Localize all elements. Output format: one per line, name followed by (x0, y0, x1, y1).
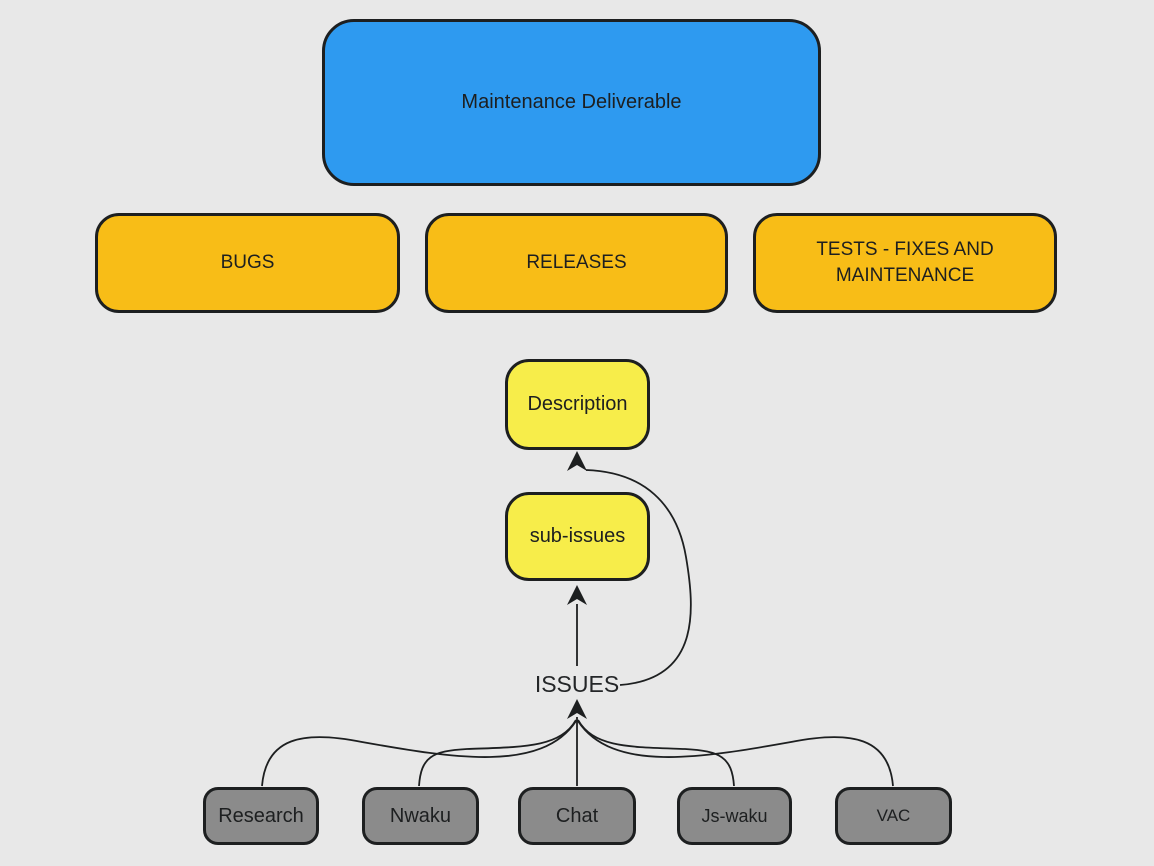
node-label: RELEASES (526, 252, 627, 273)
node-vac[interactable]: VAC (835, 787, 952, 845)
node-research[interactable]: Research (203, 787, 319, 845)
node-label: Description (527, 393, 628, 415)
arrowhead-into-subissues (567, 585, 587, 605)
edge-vac-to-issues (577, 720, 894, 787)
arrowhead-into-issues (567, 699, 587, 719)
node-releases[interactable]: RELEASES (425, 213, 728, 313)
node-label: ISSUES (534, 670, 620, 697)
node-label: VAC (876, 806, 911, 825)
edge-nwaku-to-issues (418, 719, 577, 787)
node-label: Nwaku (389, 804, 452, 827)
node-nwaku[interactable]: Nwaku (362, 787, 479, 845)
node-label: TESTS - FIXES AND MAINTENANCE (816, 239, 994, 286)
node-label: Chat (555, 804, 599, 827)
node-sub-issues[interactable]: sub-issues (505, 492, 650, 581)
node-label: sub-issues (529, 525, 626, 547)
node-label: BUGS (220, 252, 275, 273)
node-issues-label[interactable]: ISSUES (507, 669, 647, 699)
node-label: Research (218, 804, 304, 827)
node-label: Js-waku (701, 805, 768, 826)
edge-jswaku-to-issues (577, 719, 735, 787)
node-bugs[interactable]: BUGS (95, 213, 400, 313)
node-js-waku[interactable]: Js-waku (677, 787, 792, 845)
node-description[interactable]: Description (505, 359, 650, 450)
node-label: Maintenance Deliverable (461, 91, 682, 113)
node-tests-fixes-maintenance[interactable]: TESTS - FIXES AND MAINTENANCE (753, 213, 1057, 313)
node-chat[interactable]: Chat (518, 787, 636, 845)
node-maintenance-deliverable[interactable]: Maintenance Deliverable (322, 19, 821, 186)
edge-issues-to-description (585, 469, 692, 686)
edge-research-to-issues (261, 720, 577, 787)
arrowhead-into-description (567, 451, 587, 471)
